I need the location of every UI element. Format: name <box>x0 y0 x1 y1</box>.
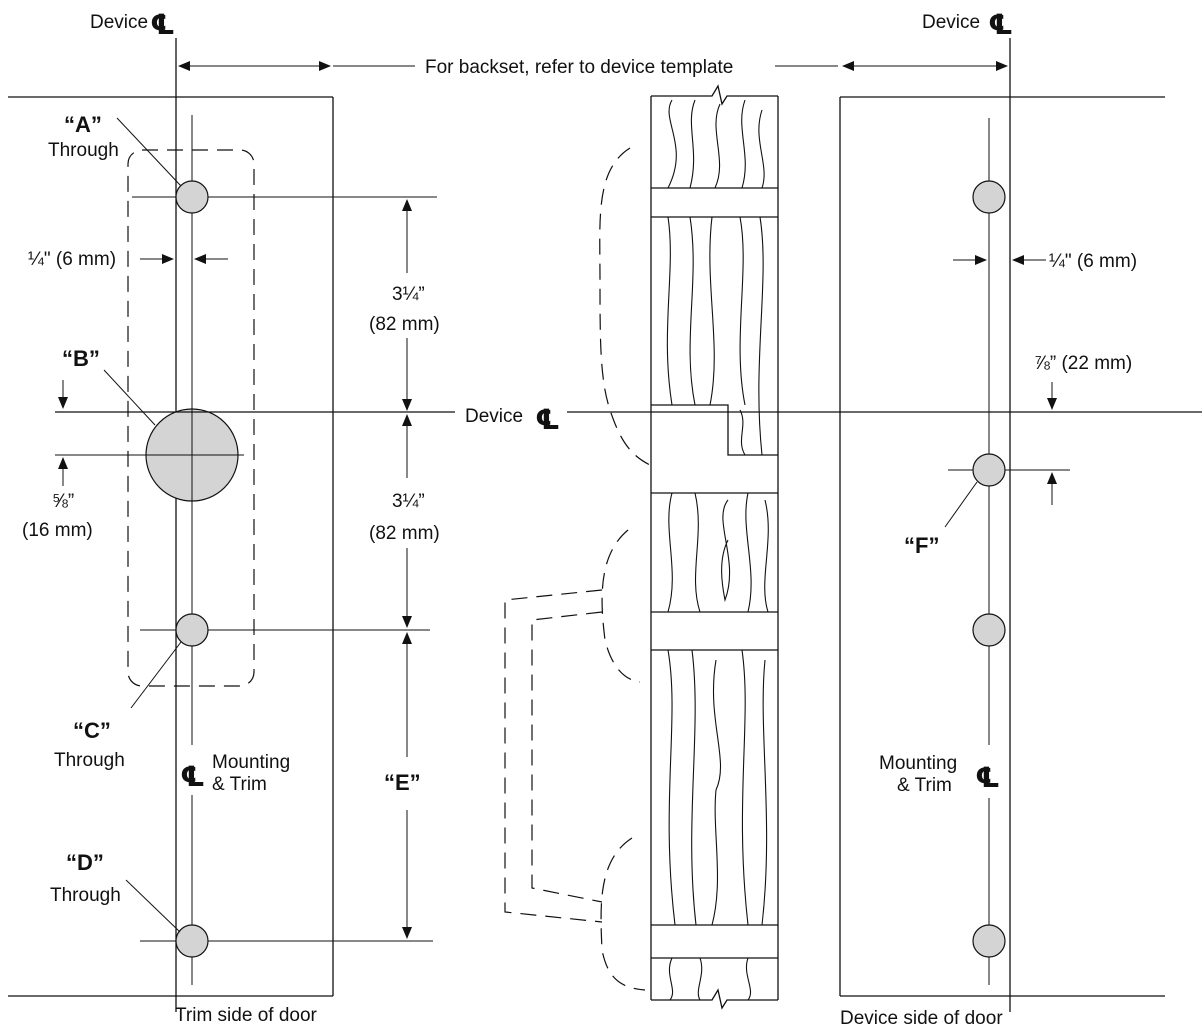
hole-e-label: “E” <box>384 770 421 795</box>
centerline-symbol-mounting-left: ℄ <box>180 761 205 792</box>
five-eighth-label: ⅝” <box>52 491 74 512</box>
hole-c-label: “C” <box>73 718 111 743</box>
backset-note: For backset, refer to device template <box>425 57 733 78</box>
trim-side-panel: Device ℄ “A” Through ¼" (6 mm) “B” ⅝” (1… <box>8 9 440 1026</box>
centerline-symbol-right: ℄ <box>988 9 1013 40</box>
device-side-panel: Device ℄ ¼" (6 mm) ⅞” (22 mm) “F” Mounti… <box>775 9 1165 1028</box>
quarter-inch-label-right: ¼" (6 mm) <box>1049 251 1137 272</box>
and-trim-label-right: & Trim <box>897 775 952 796</box>
hole-c <box>175 613 209 647</box>
hole-d <box>175 924 209 958</box>
hole-b-label: “B” <box>62 346 100 371</box>
mounting-label-right: Mounting <box>879 753 957 774</box>
device-label-center: Device <box>465 406 523 427</box>
door-edge-section <box>504 84 779 1010</box>
sixteen-mm-label: (16 mm) <box>22 520 93 541</box>
centerline-symbol-mounting-right: ℄ <box>975 762 1000 793</box>
hole-d-through: Through <box>50 885 121 906</box>
seven-eighth-label: ⅞” (22 mm) <box>1034 353 1132 374</box>
trim-side-caption: Trim side of door <box>175 1005 318 1026</box>
hole-f <box>972 453 1006 487</box>
quarter-inch-label-left: ¼" (6 mm) <box>28 249 116 270</box>
hole-right-4 <box>972 924 1006 958</box>
hole-d-label: “D” <box>66 850 104 875</box>
mm82-label-bottom: (82 mm) <box>369 523 440 544</box>
centerline-symbol-left: ℄ <box>150 9 175 40</box>
hole-f-label: “F” <box>904 533 939 558</box>
centerline-symbol-center: ℄ <box>535 404 560 435</box>
hole-c-through: Through <box>54 750 125 771</box>
and-trim-label-left: & Trim <box>212 774 267 795</box>
hole-a-label: “A” <box>64 112 102 137</box>
device-label-right: Device <box>922 12 980 33</box>
hole-a <box>175 180 209 214</box>
three-quarter-label-top: 3¼” <box>392 284 425 305</box>
device-label-left: Device <box>90 12 148 33</box>
device-side-caption: Device side of door <box>840 1008 1003 1028</box>
mm82-label-top: (82 mm) <box>369 314 440 335</box>
three-quarter-label-bottom: 3¼” <box>392 491 425 512</box>
hole-right-3 <box>972 613 1006 647</box>
hole-right-1 <box>972 180 1006 214</box>
mounting-label-left: Mounting <box>212 752 290 773</box>
hole-a-through: Through <box>48 140 119 161</box>
